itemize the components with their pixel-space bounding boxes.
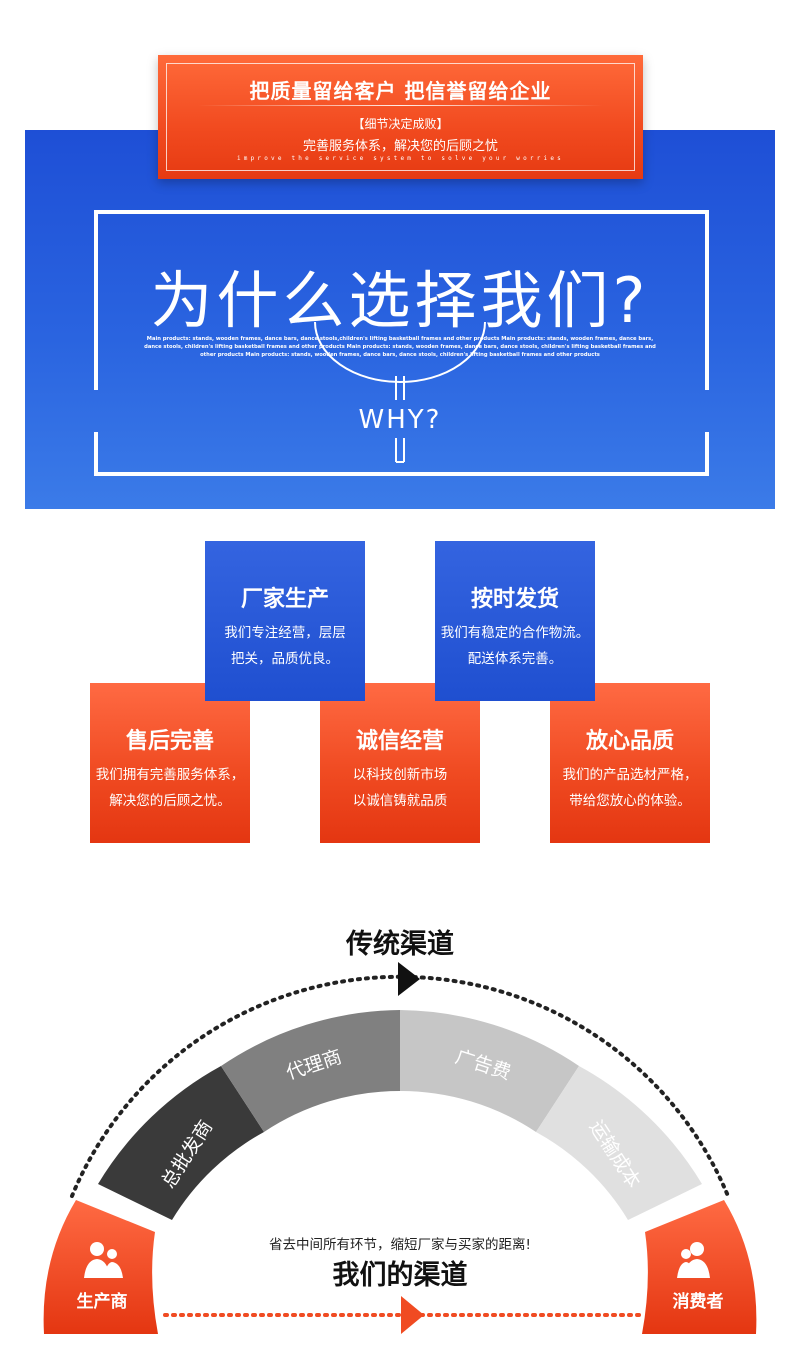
why-english-subtitle: WHY? [358, 405, 442, 435]
feature-title: 放心品质 [585, 729, 674, 754]
arrow-right-icon [401, 1296, 424, 1334]
feature-card-after-sales: 售后完善 我们拥有完善服务体系， 解决您的后顾之忧。 [90, 683, 250, 843]
segment-agent [221, 1010, 400, 1132]
our-channel-title: 我们的渠道 [332, 1260, 468, 1291]
feature-card-factory: 厂家生产 我们专注经营，层层 把关，品质优良。 [205, 541, 365, 701]
banner-subtitle: 【细节决定成败】 [352, 117, 449, 131]
feature-text: 把关，品质优良。 [231, 651, 339, 667]
banner-title: 把质量留给客户 把信誉留给企业 [249, 79, 552, 103]
producer-people-icon [84, 1242, 123, 1278]
channel-diagram [43, 962, 757, 1334]
banner-divider [198, 105, 603, 106]
feature-text: 配送体系完善。 [467, 651, 563, 667]
consumer-people-icon [677, 1242, 710, 1278]
hero-frame-graphic [94, 210, 709, 476]
feature-text: 以诚信铸就品质 [352, 793, 448, 809]
feature-title: 厂家生产 [240, 587, 329, 612]
banner-english-text: improve the service system to solve your… [237, 155, 564, 162]
title-arc [314, 321, 486, 383]
feature-text: 我们有稳定的合作物流。 [440, 625, 590, 641]
feature-title: 按时发货 [470, 587, 559, 612]
feature-text: 我们拥有完善服务体系， [95, 767, 245, 783]
feature-card-delivery: 按时发货 我们有稳定的合作物流。 配送体系完善。 [435, 541, 595, 701]
producer-label: 生产商 [76, 1292, 128, 1312]
feature-title: 售后完善 [125, 729, 214, 754]
channel-note: 省去中间所有环节，缩短厂家与买家的距离! [269, 1237, 531, 1253]
feature-card-integrity: 诚信经营 以科技创新市场 以诚信铸就品质 [320, 683, 480, 843]
frame-top-bracket [94, 210, 709, 390]
segment-transport [536, 1066, 702, 1220]
traditional-channel-title: 传统渠道 [346, 929, 454, 960]
feature-text: 我们的产品选材严格， [562, 767, 698, 783]
arrow-right-icon [398, 962, 420, 996]
segment-advertising [400, 1010, 579, 1132]
feature-text: 我们专注经营，层层 [224, 625, 346, 641]
feature-card-quality: 放心品质 我们的产品选材严格， 带给您放心的体验。 [550, 683, 710, 843]
slogan-banner: 把质量留给客户 把信誉留给企业 【细节决定成败】 完善服务体系，解决您的后顾之忧… [158, 55, 643, 179]
feature-text: 解决您的后顾之忧。 [109, 793, 231, 809]
feature-text: 带给您放心的体验。 [569, 793, 691, 809]
segment-wholesaler [98, 1066, 264, 1220]
consumer-label: 消费者 [672, 1292, 724, 1312]
hero-background [25, 130, 775, 509]
main-products-text: Main products: stands, wooden frames, da… [144, 336, 656, 358]
banner-description: 完善服务体系，解决您的后顾之忧 [302, 139, 498, 154]
frame-bottom-bracket [94, 432, 709, 476]
why-choose-us-title: 为什么选择我们? [150, 264, 650, 337]
feature-text: 以科技创新市场 [352, 767, 448, 783]
feature-title: 诚信经营 [355, 729, 444, 754]
banner-frame [166, 63, 635, 171]
